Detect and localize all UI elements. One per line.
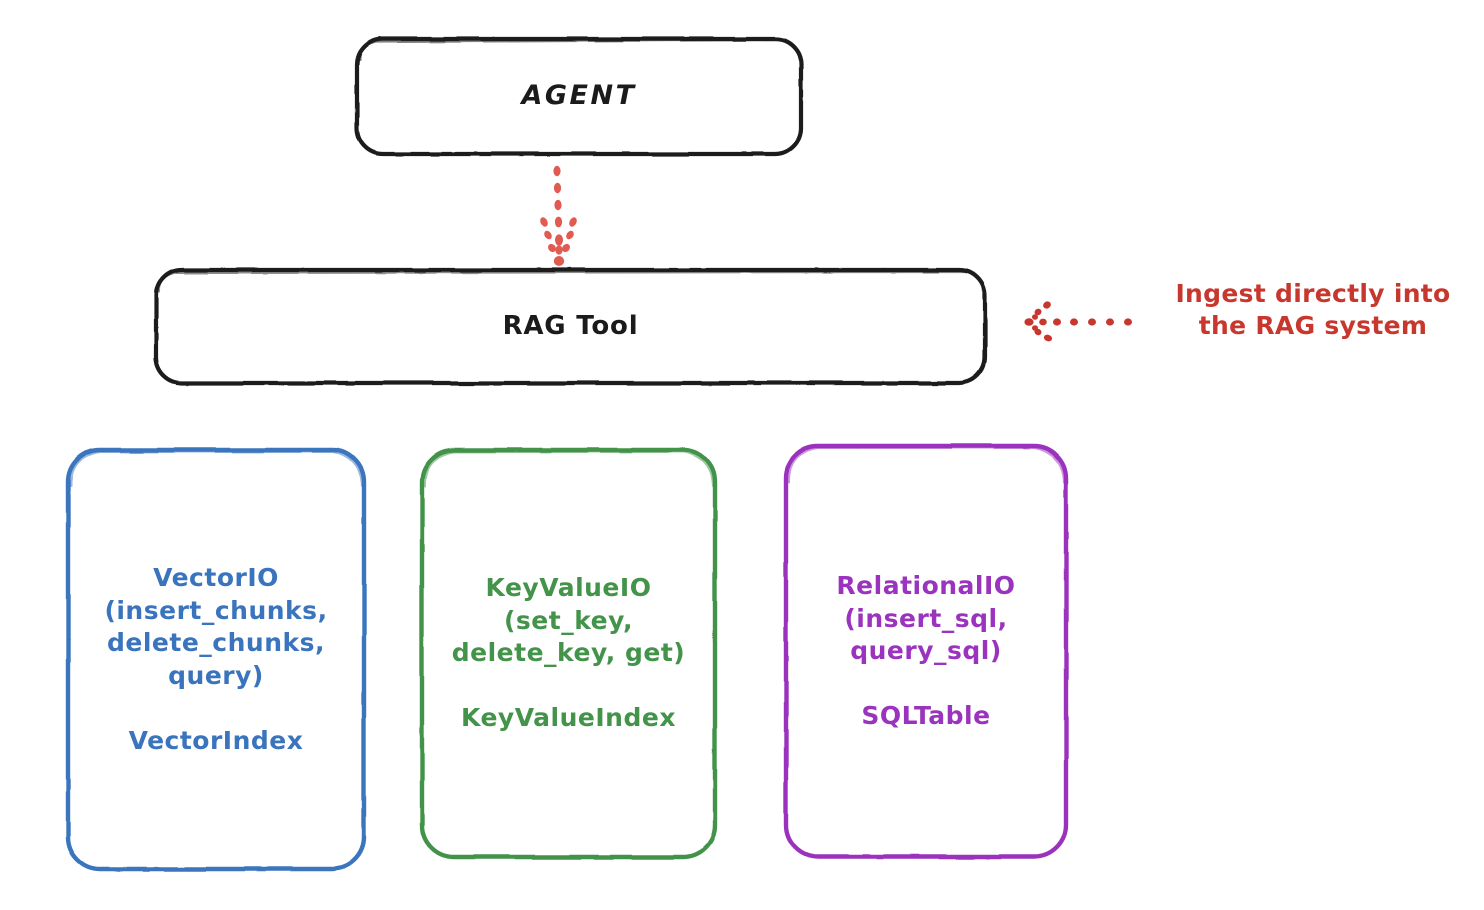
node-relational-io-label: RelationalIO (insert_sql, query_sql) SQL… [836, 571, 1016, 731]
agent-to-rag-tool-connector [540, 165, 577, 266]
node-agent-label: AGENT [521, 80, 637, 112]
node-key-value-io-label: KeyValueIO (set_key, delete_key, get) Ke… [451, 573, 686, 733]
annotation-ingest-text: Ingest directly into the RAG system [1175, 279, 1451, 340]
node-key-value-io[interactable]: KeyValueIO (set_key, delete_key, get) Ke… [422, 450, 715, 857]
node-vector-io[interactable]: VectorIO (insert_chunks, delete_chunks, … [68, 450, 364, 869]
ingest-annotation-arrow [1024, 301, 1132, 342]
node-rag-tool-label: RAG Tool [502, 310, 639, 341]
node-rag-tool[interactable]: RAG Tool [156, 270, 985, 383]
node-agent[interactable]: AGENT [357, 39, 801, 154]
node-vector-io-label: VectorIO (insert_chunks, delete_chunks, … [104, 563, 328, 755]
node-relational-io[interactable]: RelationalIO (insert_sql, query_sql) SQL… [786, 446, 1066, 857]
